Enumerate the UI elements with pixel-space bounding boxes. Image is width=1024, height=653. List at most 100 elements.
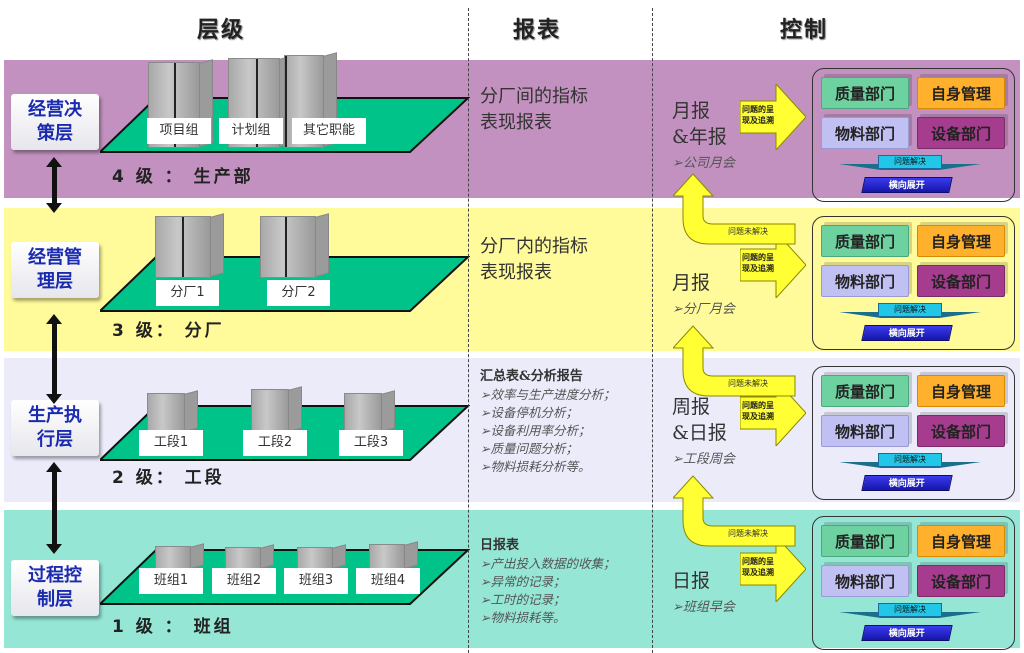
label-line: 现及追溯 xyxy=(742,411,774,421)
cabinet-icon xyxy=(369,541,418,570)
present-arrow-icon xyxy=(740,536,806,602)
present-arrow-icon xyxy=(740,84,806,150)
report-item: ➢工时的记录； xyxy=(480,592,566,607)
layer-box-process: 过程控 制层 xyxy=(11,560,99,616)
control-panel: 质量部门自身管理物料部门设备部门问题解决横向展开 xyxy=(812,68,1015,202)
dept-material: 物料部门 xyxy=(821,415,909,447)
dept-equipment: 设备部门 xyxy=(917,415,1005,447)
divider-level-report xyxy=(468,8,469,653)
frequency-tier-3: 月报 xyxy=(672,270,710,296)
layer-line: 经营决 xyxy=(28,99,82,120)
problem-solve-banner: 问题解决 xyxy=(878,453,942,467)
cabinet-icon xyxy=(155,213,224,278)
header-level: 层级 xyxy=(197,17,246,43)
layer-line: 经营管 xyxy=(28,247,82,268)
unit-label: 其它职能 xyxy=(292,118,366,144)
unit-label: 工段1 xyxy=(139,430,203,456)
layer-line: 制层 xyxy=(37,589,73,610)
unsolved-label: 问题未解决 xyxy=(728,379,768,388)
header-report: 报表 xyxy=(513,17,562,43)
level-label: 3 级： 分厂 xyxy=(112,321,225,341)
report-tier-4: 分厂间的指标 表现报表 xyxy=(480,84,650,136)
layer-line: 行层 xyxy=(37,429,73,450)
frequency-line: 月报 xyxy=(672,272,711,294)
cabinet-icon xyxy=(225,544,274,570)
meeting-label: ➢分厂月会 xyxy=(672,302,735,317)
report-tier-2: 汇总表&分析报告 ➢效率与生产进度分析； ➢设备停机分析； ➢设备利用率分析； … xyxy=(480,368,650,476)
layer-box-execution: 生产执 行层 xyxy=(11,400,99,456)
report-text: 表现报表 xyxy=(480,112,552,133)
cabinet-icon xyxy=(251,386,302,433)
horizontal-expand-banner: 横向展开 xyxy=(861,325,953,341)
unit-label: 班组3 xyxy=(284,568,348,594)
report-text: 表现报表 xyxy=(480,262,552,283)
unit-label: 分厂2 xyxy=(267,280,330,306)
unsolved-return-arrow-icon xyxy=(673,325,796,397)
control-panel: 质量部门自身管理物料部门设备部门问题解决横向展开 xyxy=(812,516,1015,650)
layer-line: 理层 xyxy=(37,271,73,292)
present-arrow-label: 问题的呈现及追溯 xyxy=(742,400,786,422)
label-line: 现及追溯 xyxy=(742,115,774,125)
meeting-label: ➢工段周会 xyxy=(672,452,735,467)
horizontal-expand-banner: 横向展开 xyxy=(861,475,953,491)
expand-text: 横向展开 xyxy=(888,479,925,489)
problem-solve-banner: 问题解决 xyxy=(878,603,942,617)
frequency-tier-2: 周报 &日报 xyxy=(672,394,727,446)
layer-box-decision: 经营决 策层 xyxy=(11,94,99,150)
present-arrow-icon xyxy=(740,232,806,298)
unit-label: 班组4 xyxy=(356,568,420,594)
arrow-down-icon xyxy=(46,394,62,404)
unit-label: 工段3 xyxy=(339,430,403,456)
dept-self-management: 自身管理 xyxy=(917,525,1005,557)
level-label: 1 级 ： 班组 xyxy=(112,617,234,637)
report-item: ➢效率与生产进度分析； xyxy=(480,387,616,402)
unit-label: 计划组 xyxy=(219,118,283,144)
report-item: ➢设备利用率分析； xyxy=(480,423,591,438)
report-tier-3: 分厂内的指标 表现报表 xyxy=(480,234,650,286)
unit-label: 班组1 xyxy=(139,568,203,594)
dept-material: 物料部门 xyxy=(821,265,909,297)
expand-text: 横向展开 xyxy=(888,181,925,191)
report-item: ➢物料损耗等。 xyxy=(480,610,566,625)
unit-label: 班组2 xyxy=(212,568,276,594)
expand-text: 横向展开 xyxy=(888,629,925,639)
dept-quality: 质量部门 xyxy=(821,375,909,407)
label-line: 问题的呈 xyxy=(742,556,774,566)
unsolved-return-arrow-icon xyxy=(673,475,796,547)
dept-self-management: 自身管理 xyxy=(917,225,1005,257)
header-control: 控制 xyxy=(780,17,829,43)
label-line: 问题的呈 xyxy=(742,252,774,262)
layer-line: 策层 xyxy=(37,123,73,144)
arrow-up-icon xyxy=(46,462,62,472)
frequency-tier-1: 日报 xyxy=(672,568,710,594)
arrow-up-icon xyxy=(46,157,62,167)
horizontal-expand-banner: 横向展开 xyxy=(861,177,953,193)
connector-3-2 xyxy=(46,314,62,404)
cabinet-icon xyxy=(297,544,346,570)
report-item: ➢产出投入数据的收集； xyxy=(480,556,616,571)
dept-equipment: 设备部门 xyxy=(917,117,1005,149)
present-arrow-label: 问题的呈现及追溯 xyxy=(742,556,786,578)
report-item: ➢质量问题分析； xyxy=(480,441,578,456)
control-panel: 质量部门自身管理物料部门设备部门问题解决横向展开 xyxy=(812,216,1015,350)
control-panel: 质量部门自身管理物料部门设备部门问题解决横向展开 xyxy=(812,366,1015,500)
level-label: 4 级 ： 生产部 xyxy=(112,167,254,187)
frequency-tier-4: 月报 &年报 xyxy=(672,98,727,150)
dept-equipment: 设备部门 xyxy=(917,265,1005,297)
frequency-line: 日报 xyxy=(672,570,711,592)
divider-report-control xyxy=(652,8,653,653)
cabinet-icon xyxy=(260,213,329,278)
unit-label: 分厂1 xyxy=(156,280,219,306)
layer-line: 过程控 xyxy=(28,565,82,586)
report-item: ➢物料损耗分析等。 xyxy=(480,459,591,474)
label-line: 现及追溯 xyxy=(742,263,774,273)
dept-self-management: 自身管理 xyxy=(917,77,1005,109)
dept-quality: 质量部门 xyxy=(821,525,909,557)
unsolved-return-arrow-icon xyxy=(673,173,796,245)
report-item: ➢设备停机分析； xyxy=(480,405,578,420)
layer-line: 生产执 xyxy=(28,405,82,426)
connector-2-1 xyxy=(46,462,62,554)
arrow-down-icon xyxy=(46,544,62,554)
dept-quality: 质量部门 xyxy=(821,225,909,257)
level-label: 2 级： 工段 xyxy=(112,468,225,488)
